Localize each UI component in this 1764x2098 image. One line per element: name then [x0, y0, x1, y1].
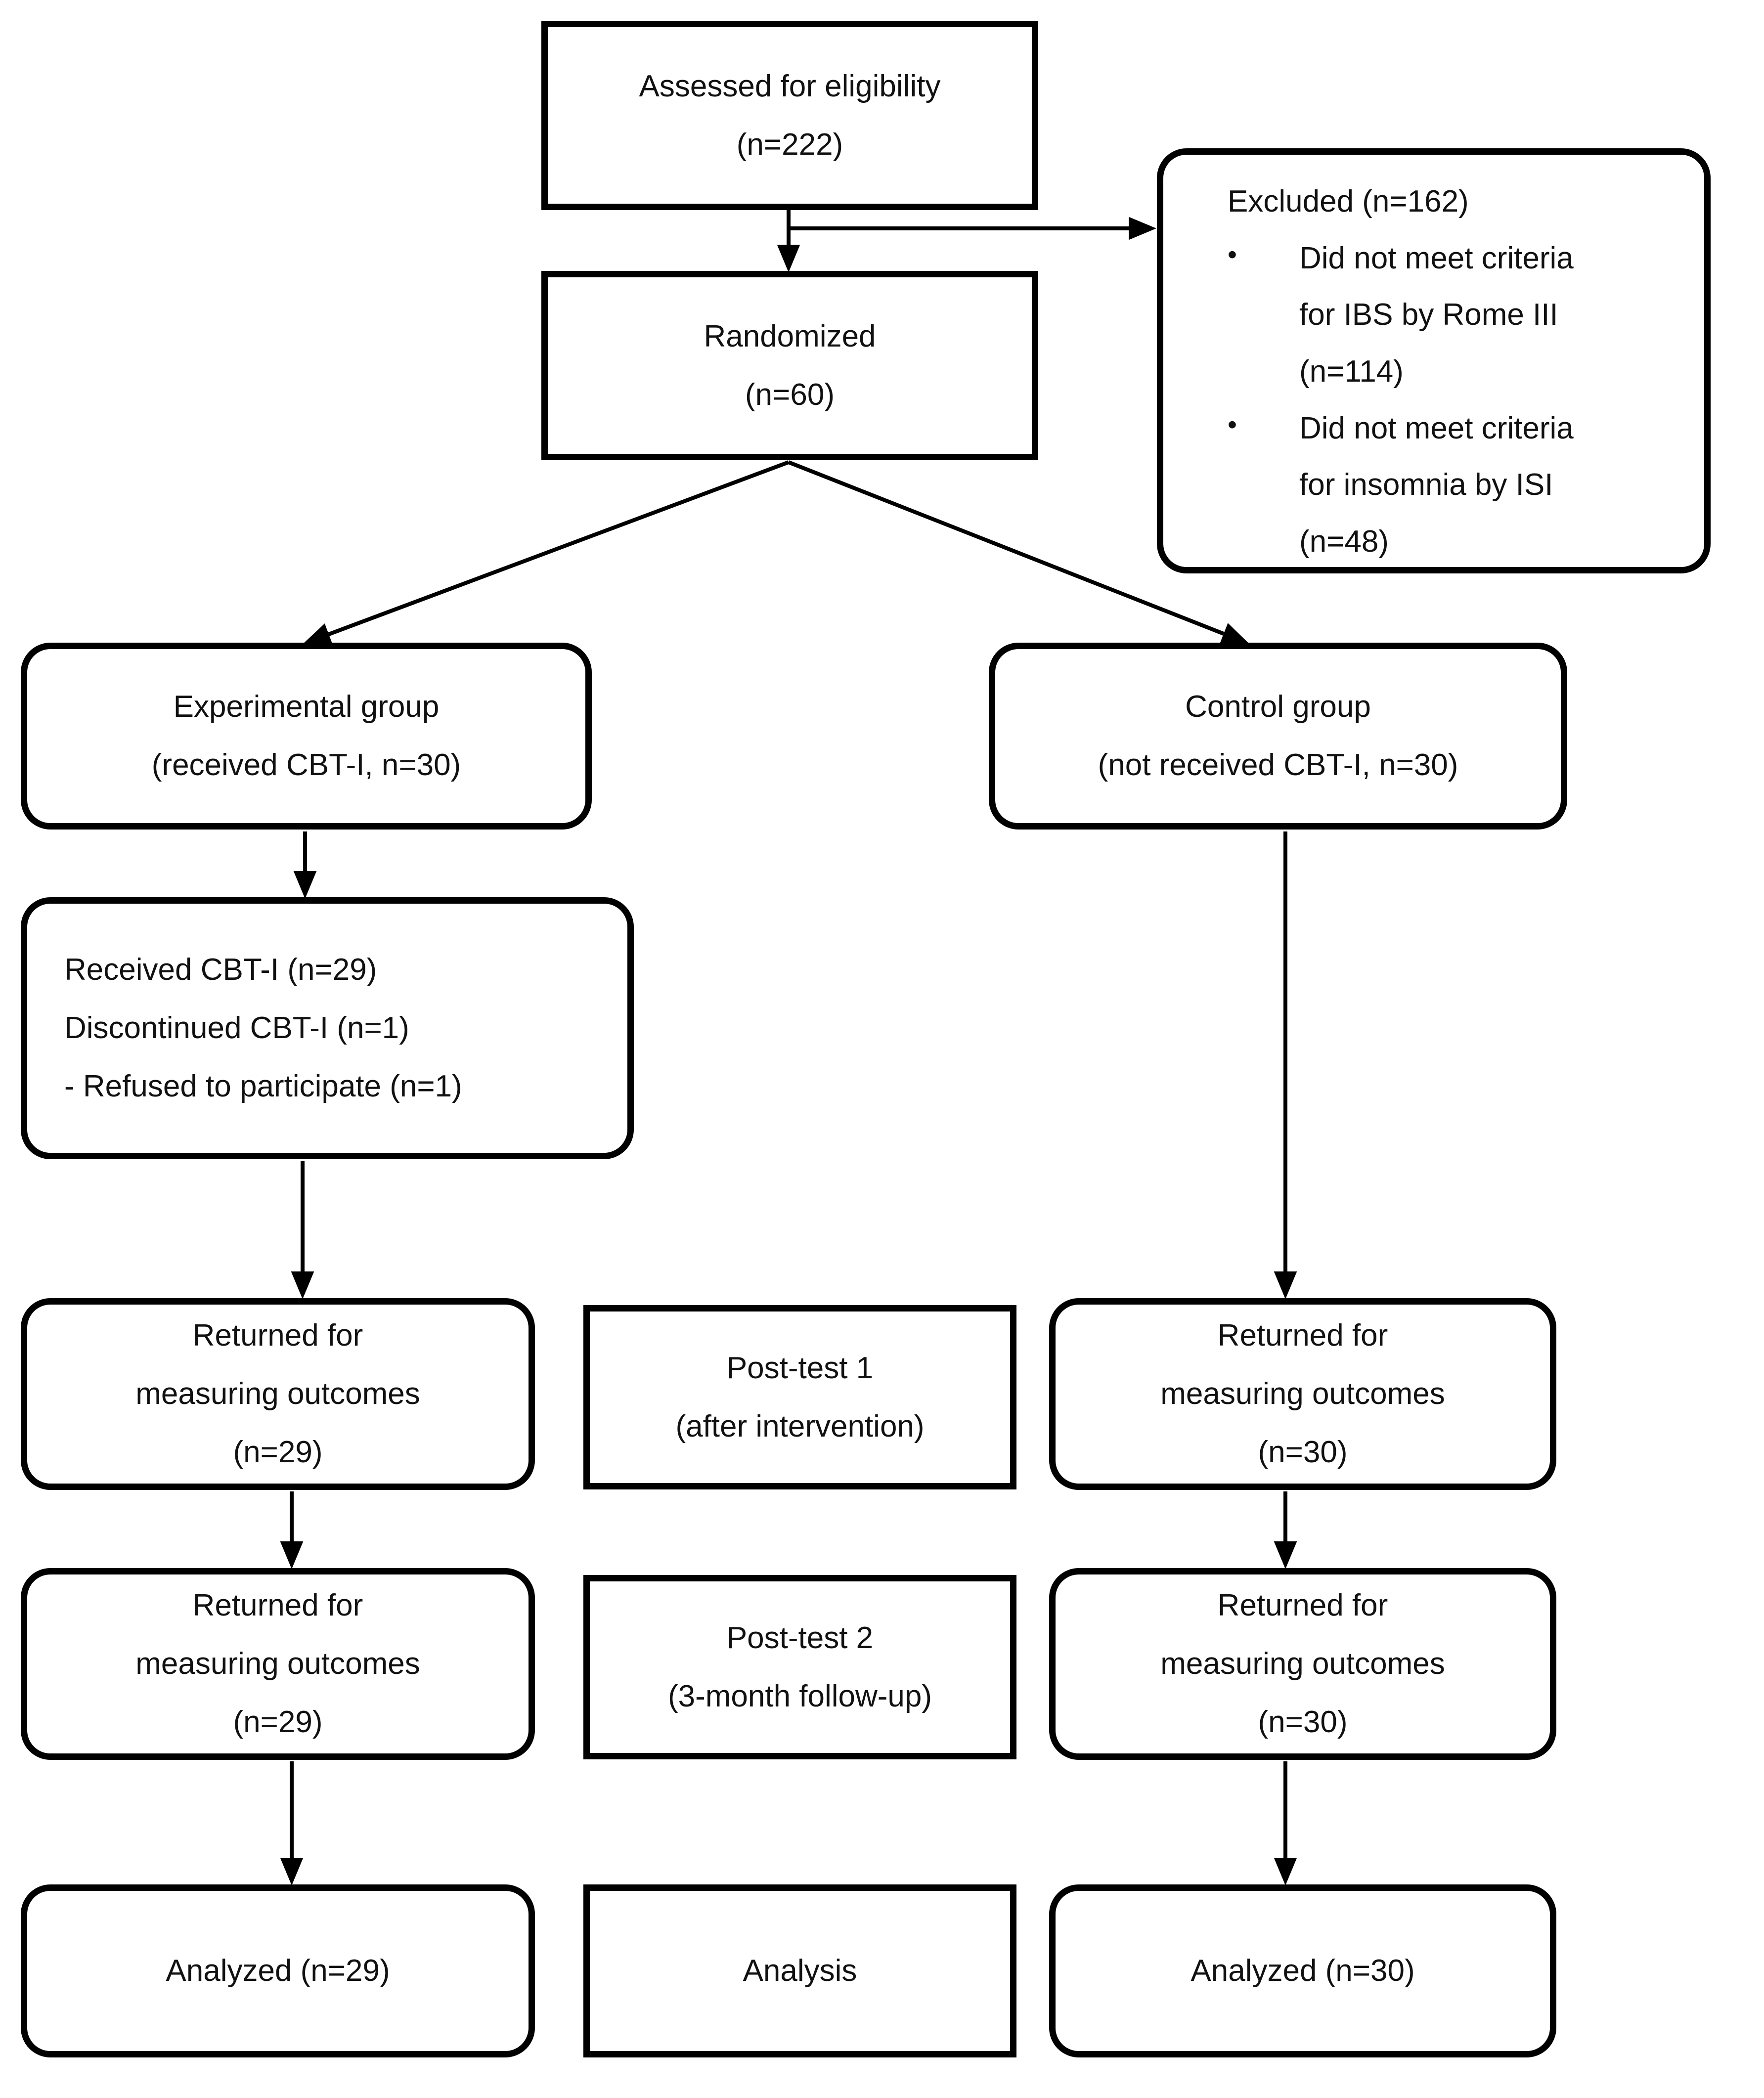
- box-returned-ctrl-post2-label: Returned for measuring outcomes (n=30): [1160, 1588, 1445, 1739]
- box-posttest2-label: Post-test 2 (3-month follow-up): [667, 1620, 932, 1713]
- box-analysis: Analysis: [583, 1884, 1016, 2057]
- excluded-title: Excluded (n=162): [1228, 184, 1469, 219]
- box-analyzed-exp-label: Analyzed (n=29): [166, 1954, 390, 1988]
- box-analyzed-exp: Analyzed (n=29): [21, 1884, 535, 2057]
- box-analysis-label: Analysis: [743, 1954, 857, 1988]
- bullet-icon: •: [1228, 239, 1237, 269]
- box-control-group: Control group (not received CBT-I, n=30): [989, 643, 1567, 830]
- box-assessed: Assessed for eligibility (n=222): [541, 21, 1038, 210]
- box-excluded: Excluded (n=162) • Did not meet criteria…: [1157, 148, 1711, 573]
- box-returned-exp-post2-label: Returned for measuring outcomes (n=29): [135, 1588, 420, 1739]
- box-experimental-group: Experimental group (received CBT-I, n=30…: [21, 643, 592, 830]
- box-received-cbti: Received CBT-I (n=29) Discontinued CBT-I…: [21, 897, 634, 1159]
- box-returned-ctrl-post1: Returned for measuring outcomes (n=30): [1049, 1298, 1556, 1490]
- excluded-bullet-item: • Did not meet criteria for insomnia by …: [1228, 400, 1684, 570]
- box-returned-exp-post1-label: Returned for measuring outcomes (n=29): [135, 1318, 420, 1469]
- arrow-randomized-to-control: [788, 460, 1250, 645]
- box-analyzed-ctrl-label: Analyzed (n=30): [1191, 1954, 1415, 1988]
- box-analyzed-ctrl: Analyzed (n=30): [1049, 1884, 1556, 2057]
- box-assessed-label: Assessed for eligibility (n=222): [639, 69, 941, 162]
- box-randomized: Randomized (n=60): [541, 271, 1038, 460]
- box-posttest1-label: Post-test 1 (after intervention): [675, 1351, 925, 1443]
- box-returned-ctrl-post2: Returned for measuring outcomes (n=30): [1049, 1568, 1556, 1760]
- box-control-group-label: Control group (not received CBT-I, n=30): [1098, 690, 1458, 782]
- box-posttest2: Post-test 2 (3-month follow-up): [583, 1575, 1016, 1759]
- box-randomized-label: Randomized (n=60): [704, 319, 876, 412]
- excluded-bullet-text: Did not meet criteria for IBS by Rome II…: [1299, 241, 1574, 389]
- box-returned-exp-post1: Returned for measuring outcomes (n=29): [21, 1298, 535, 1490]
- box-posttest1: Post-test 1 (after intervention): [583, 1305, 1016, 1489]
- box-experimental-group-label: Experimental group (received CBT-I, n=30…: [151, 690, 461, 782]
- box-received-cbti-label: Received CBT-I (n=29) Discontinued CBT-I…: [64, 953, 462, 1103]
- box-returned-exp-post2: Returned for measuring outcomes (n=29): [21, 1568, 535, 1760]
- excluded-bullet-item: • Did not meet criteria for IBS by Rome …: [1228, 230, 1684, 400]
- box-returned-ctrl-post1-label: Returned for measuring outcomes (n=30): [1160, 1318, 1445, 1469]
- bullet-icon: •: [1228, 409, 1237, 439]
- excluded-bullet-text: Did not meet criteria for insomnia by IS…: [1299, 411, 1574, 559]
- arrow-randomized-to-experimental: [303, 460, 790, 645]
